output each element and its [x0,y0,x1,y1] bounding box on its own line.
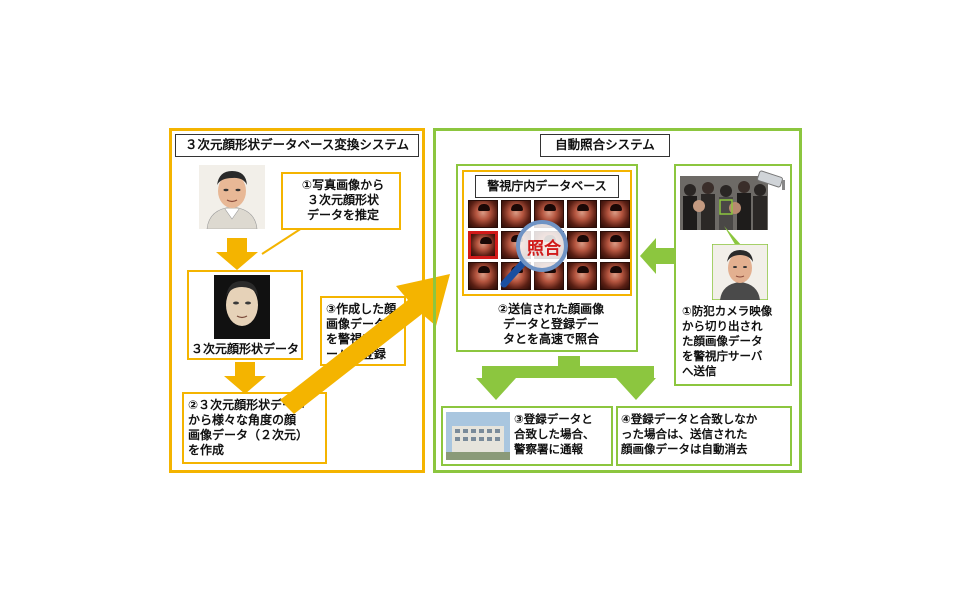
magnifier-label: 照合 [527,239,561,259]
send-to-database-arrow [640,238,674,274]
db-face [567,262,597,290]
transfer-to-database-arrow [280,274,450,414]
database-title: 警視庁内データベース [475,175,619,198]
3d-face-model [214,275,270,339]
portrait-photo [199,165,265,229]
callout-pointer [261,228,303,255]
step3-notify-text: ③登録データと 合致した場合、 警察署に通報 [514,412,595,456]
db-face [468,200,498,228]
step2-render-text: ②３次元顔形状データ から様々な角度の顔 画像データ（２次元） を作成 [188,398,309,457]
magnifier-icon [500,220,568,288]
step1-send-text: ①防犯カメラ映像 から切り出され た顔画像データ を警視庁サーバ へ送信 [682,304,773,378]
db-face [600,231,630,259]
db-face [600,200,630,228]
db-face [468,262,498,290]
step1-estimate-text: ①写真画像から ３次元顔形状 データを推定 [301,178,385,222]
db-face [600,262,630,290]
down-arrow-1 [216,238,258,270]
callout-up-pointer [724,226,742,246]
result-branch-arrows [476,356,656,400]
matching-system-title: 自動照合システム [540,134,670,157]
db-face [567,200,597,228]
step1-estimate-box [281,172,401,230]
auto-matching-panel [433,128,802,473]
down-arrow-2 [224,362,266,394]
step2-match-text: ②送信された顔画像 データと登録デー タとを高速で照合 [497,302,605,346]
security-camera-icon [757,170,785,190]
conversion-system-title: ３次元顔形状データベース変換システム [175,134,419,157]
db-face-matched [468,231,498,259]
police-station-photo [446,412,510,460]
crowd-photo [680,176,768,230]
step4-delete-text: ④登録データと合致しなか った場合は、送信された 顔画像データは自動消去 [621,412,758,456]
3d-model-label: ３次元顔形状データ [190,342,299,356]
step4-delete-box [616,406,792,466]
cropped-face-photo [712,244,768,300]
db-face [501,200,531,228]
db-face [567,231,597,259]
